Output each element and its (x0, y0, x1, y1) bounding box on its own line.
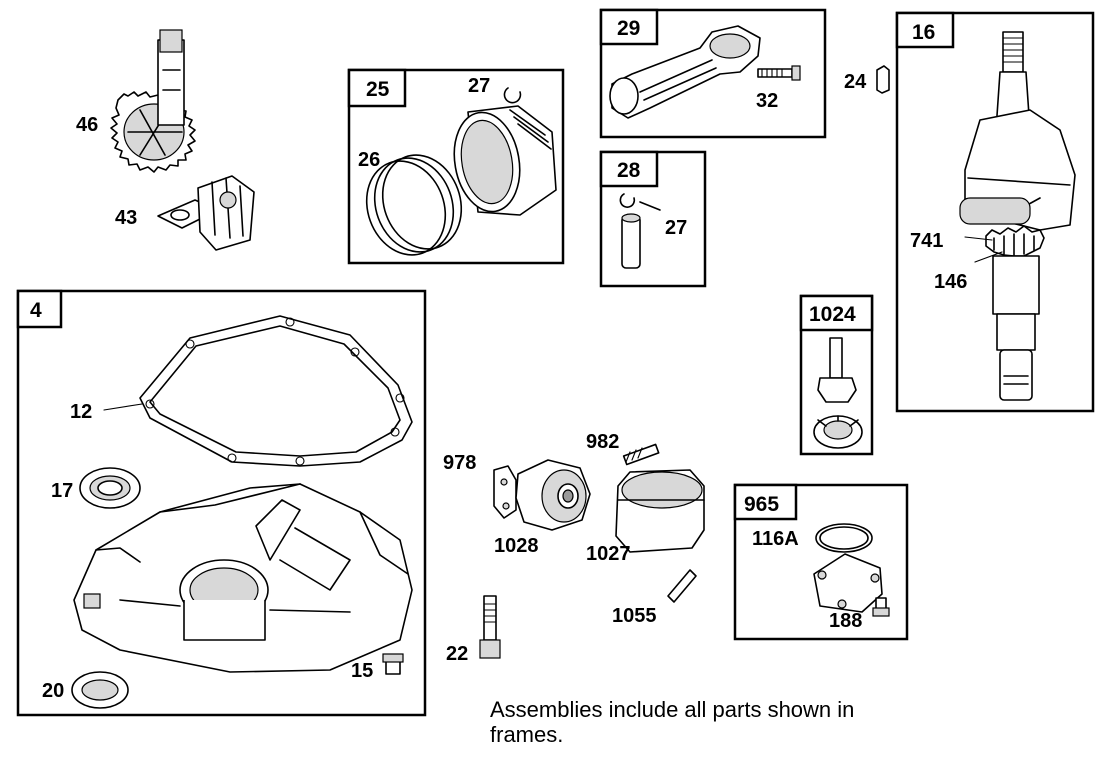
callout-146: 146 (934, 271, 967, 293)
callout-27-a: 27 (468, 75, 490, 97)
frame-16: 16 (895, 11, 1095, 413)
callout-1027: 1027 (586, 543, 631, 565)
svg-text:4: 4 (30, 299, 42, 322)
svg-text:16: 16 (912, 21, 935, 44)
svg-text:29: 29 (617, 17, 640, 40)
callout-46: 46 (76, 114, 98, 136)
svg-text:1024: 1024 (809, 303, 856, 326)
callout-22: 22 (446, 643, 468, 665)
callout-20: 20 (42, 680, 64, 702)
svg-text:28: 28 (617, 159, 641, 182)
frame-4: 4 (16, 289, 427, 717)
callout-978: 978 (443, 452, 476, 474)
svg-text:25: 25 (366, 78, 390, 101)
callout-17: 17 (51, 480, 73, 502)
oil-filter-group (479, 443, 705, 659)
frame-25: 25 (347, 68, 565, 265)
callout-32: 32 (756, 90, 778, 112)
callout-188: 188 (829, 610, 862, 632)
frame-29: 29 (599, 8, 827, 139)
callout-15: 15 (351, 660, 373, 682)
frame-965: 965 (733, 483, 909, 641)
callout-116a: 116A (752, 528, 799, 550)
part-43-governor (157, 175, 255, 251)
callout-27-b: 27 (665, 217, 687, 239)
assemblies-note: Assemblies include all parts shown in fr… (490, 697, 855, 747)
part-24-key (876, 65, 890, 94)
part-46-cam-gear (110, 29, 196, 173)
callout-982: 982 (586, 431, 619, 453)
callout-1028: 1028 (494, 535, 539, 557)
frame-28: 28 (599, 150, 707, 288)
callout-24: 24 (844, 71, 867, 93)
callout-26: 26 (358, 149, 380, 171)
callout-43: 43 (115, 207, 137, 229)
callout-1055: 1055 (612, 605, 657, 627)
callout-12: 12 (70, 401, 92, 423)
frame-1024: 1024 (799, 294, 874, 456)
svg-text:965: 965 (744, 493, 779, 516)
callout-741: 741 (910, 230, 943, 252)
